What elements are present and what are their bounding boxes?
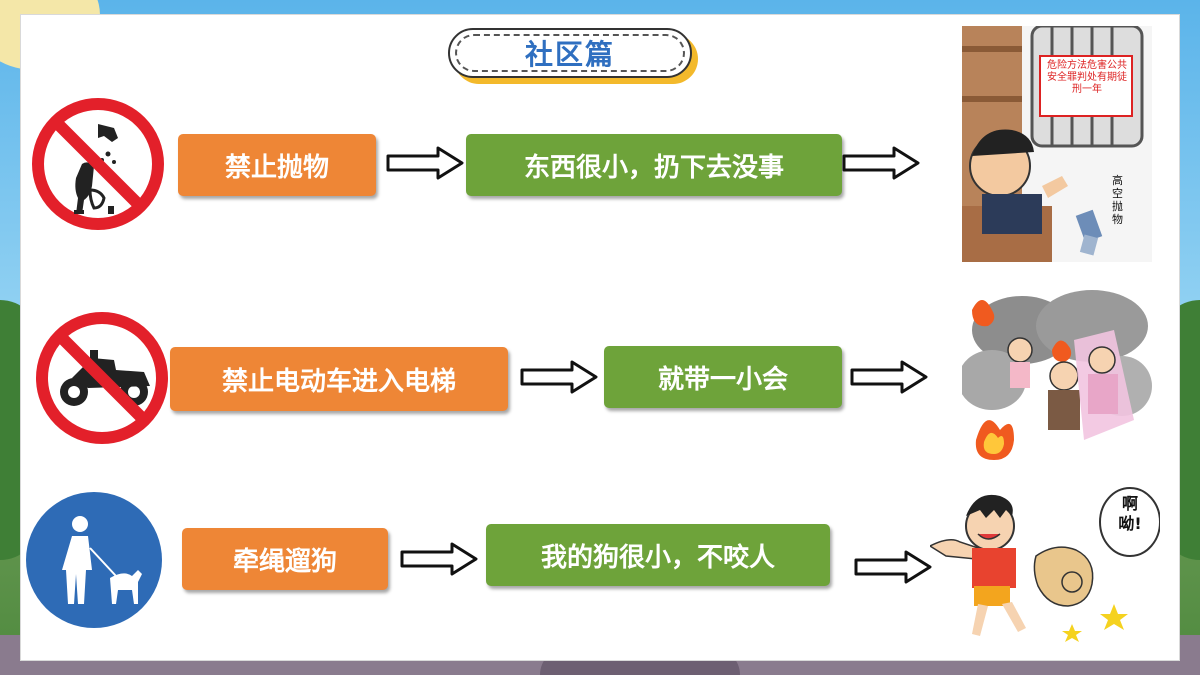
excuse-label-row-2: 就带一小会 [604, 346, 842, 408]
excuse-label-row-3: 我的狗很小，不咬人 [486, 524, 830, 586]
arrow-right-icon [400, 542, 478, 576]
arrow-right-icon [842, 146, 920, 180]
speech-bubble-text: 啊呦! [1118, 494, 1142, 533]
dog-walking-sign-icon [26, 492, 162, 628]
arrow-right-icon [386, 146, 464, 180]
illustration-dog-bite: 啊呦! [930, 486, 1160, 648]
rule-label-no-ebike-in-elevator: 禁止电动车进入电梯 [170, 347, 508, 411]
illustration-side-text: 高空抛物 [1112, 174, 1123, 226]
excuse-label-row-1: 东西很小，扔下去没事 [466, 134, 842, 196]
rule-label-leash-dog: 牵绳遛狗 [182, 528, 388, 590]
rule-label-no-littering: 禁止抛物 [178, 134, 376, 196]
arrow-right-icon [854, 550, 932, 584]
arrow-right-icon [850, 360, 928, 394]
illustration-high-altitude-throwing: 危险方法危害公共安全罪判处有期徒刑一年 高空抛物 [962, 26, 1152, 262]
title-pill: 社区篇 [448, 28, 692, 78]
no-littering-sign-icon [32, 98, 164, 230]
no-motorcycle-sign-icon [36, 312, 168, 444]
page-title: 社区篇 [524, 38, 615, 71]
illustration-banner-text: 危险方法危害公共安全罪判处有期徒刑一年 [1047, 60, 1127, 95]
arrow-right-icon [520, 360, 598, 394]
illustration-fire-escape [962, 290, 1152, 466]
